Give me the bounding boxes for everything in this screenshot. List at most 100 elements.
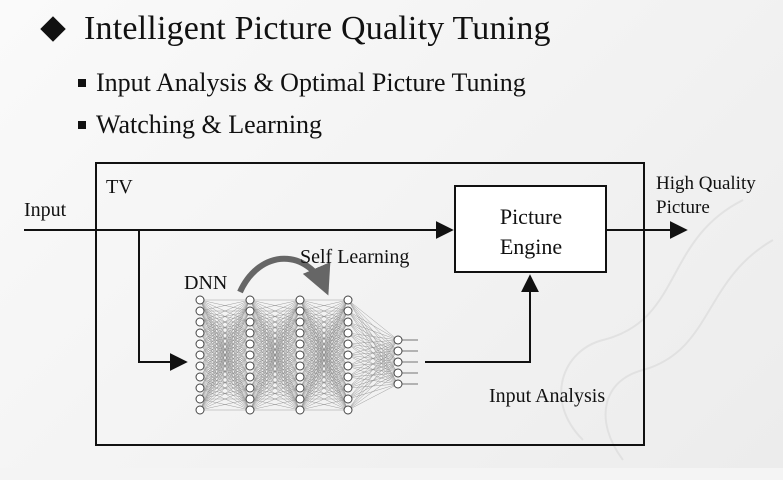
- nn-node: [343, 383, 353, 393]
- nn-node: [393, 346, 403, 356]
- nn-node: [245, 405, 255, 415]
- input-label: Input: [24, 199, 67, 221]
- nn-node: [393, 368, 403, 378]
- bullet-text: Input Analysis & Optimal Picture Tuning: [96, 68, 526, 97]
- nn-connection: [347, 350, 399, 411]
- nn-connection: [347, 310, 399, 341]
- nn-connection: [299, 332, 349, 411]
- nn-connection: [299, 321, 349, 411]
- nn-node: [195, 394, 205, 404]
- nn-connection: [199, 310, 251, 411]
- nn-node: [195, 328, 205, 338]
- diagram: [24, 162, 688, 446]
- nn-connection: [347, 383, 399, 411]
- nn-connection: [249, 299, 301, 378]
- nn-node: [393, 379, 403, 389]
- nn-connection: [249, 365, 301, 411]
- nn-connection: [299, 398, 349, 411]
- dnn-label: DNN: [184, 272, 228, 294]
- bullet-list: Input Analysis & Optimal Picture Tuning …: [78, 62, 526, 146]
- slide-title: Intelligent Picture Quality Tuning: [84, 10, 551, 47]
- slide: Intelligent Picture Quality Tuning Input…: [0, 0, 783, 468]
- nn-connection: [249, 299, 301, 411]
- nn-connection: [199, 365, 251, 411]
- bullet-item: Input Analysis & Optimal Picture Tuning: [78, 62, 526, 104]
- bullet-item: Watching & Learning: [78, 104, 526, 146]
- nn-node: [195, 383, 205, 393]
- nn-connection: [199, 299, 251, 323]
- nn-connection: [299, 299, 349, 411]
- nn-connection: [199, 299, 251, 411]
- nn-connection: [347, 339, 399, 378]
- nn-connection: [249, 321, 301, 411]
- square-bullet-icon: [78, 79, 86, 87]
- nn-node: [295, 361, 305, 371]
- nn-node: [245, 339, 255, 349]
- nn-connection: [347, 339, 399, 367]
- nn-node: [343, 405, 353, 415]
- tv-label: TV: [106, 176, 133, 198]
- nn-connection: [347, 321, 399, 341]
- nn-connection: [249, 299, 301, 334]
- nn-connection: [199, 299, 251, 367]
- nn-node: [195, 339, 205, 349]
- self-learning-arrow: [237, 255, 331, 296]
- analysis-to-engine-arrow: [425, 274, 539, 363]
- nn-node: [245, 383, 255, 393]
- nn-connection: [299, 343, 349, 411]
- nn-connection: [347, 339, 399, 345]
- nn-connection: [347, 339, 399, 389]
- nn-node: [295, 317, 305, 327]
- nn-node: [295, 306, 305, 316]
- engine-line1: Picture: [499, 204, 563, 229]
- nn-connection: [199, 321, 251, 411]
- output-label-line2: Picture: [656, 197, 710, 218]
- nn-connection: [199, 299, 251, 378]
- nn-connection: [347, 339, 399, 356]
- nn-connection: [249, 387, 301, 411]
- nn-connection: [199, 332, 251, 411]
- nn-connection: [199, 299, 251, 345]
- nn-connection: [299, 299, 349, 378]
- background-decoration: [560, 199, 774, 461]
- nn-connection: [199, 398, 251, 411]
- nn-connection: [249, 299, 301, 389]
- nn-node: [245, 295, 255, 305]
- nn-node: [195, 306, 205, 316]
- nn-connection: [299, 299, 349, 389]
- nn-connection: [347, 299, 399, 341]
- nn-connection: [299, 387, 349, 411]
- nn-node: [295, 405, 305, 415]
- nn-node: [343, 295, 353, 305]
- nn-node: [195, 317, 205, 327]
- self-learning-label: Self Learning: [300, 246, 410, 268]
- nn-connection: [299, 376, 349, 411]
- nn-connection: [249, 354, 301, 411]
- nn-connection: [249, 299, 301, 400]
- nn-node: [343, 394, 353, 404]
- nn-node: [295, 350, 305, 360]
- nn-node: [245, 317, 255, 327]
- nn-connection: [299, 299, 349, 356]
- nn-node: [343, 350, 353, 360]
- nn-connection: [199, 387, 251, 411]
- nn-connection: [199, 299, 251, 334]
- nn-node: [195, 350, 205, 360]
- nn-connection: [299, 299, 349, 345]
- nn-connection: [199, 299, 251, 312]
- nn-connection: [199, 354, 251, 411]
- nn-connection: [199, 343, 251, 411]
- branch-to-dnn-arrow: [138, 230, 188, 371]
- nn-connection: [299, 299, 349, 334]
- nn-connection: [347, 372, 399, 411]
- nn-connection: [249, 332, 301, 411]
- nn-node: [393, 357, 403, 367]
- nn-node: [343, 361, 353, 371]
- nn-node: [245, 361, 255, 371]
- nn-connection: [249, 310, 301, 411]
- nn-connection: [299, 299, 349, 323]
- nn-node: [295, 372, 305, 382]
- nn-connection: [347, 339, 399, 411]
- nn-node: [393, 335, 403, 345]
- neural-network: [195, 295, 418, 415]
